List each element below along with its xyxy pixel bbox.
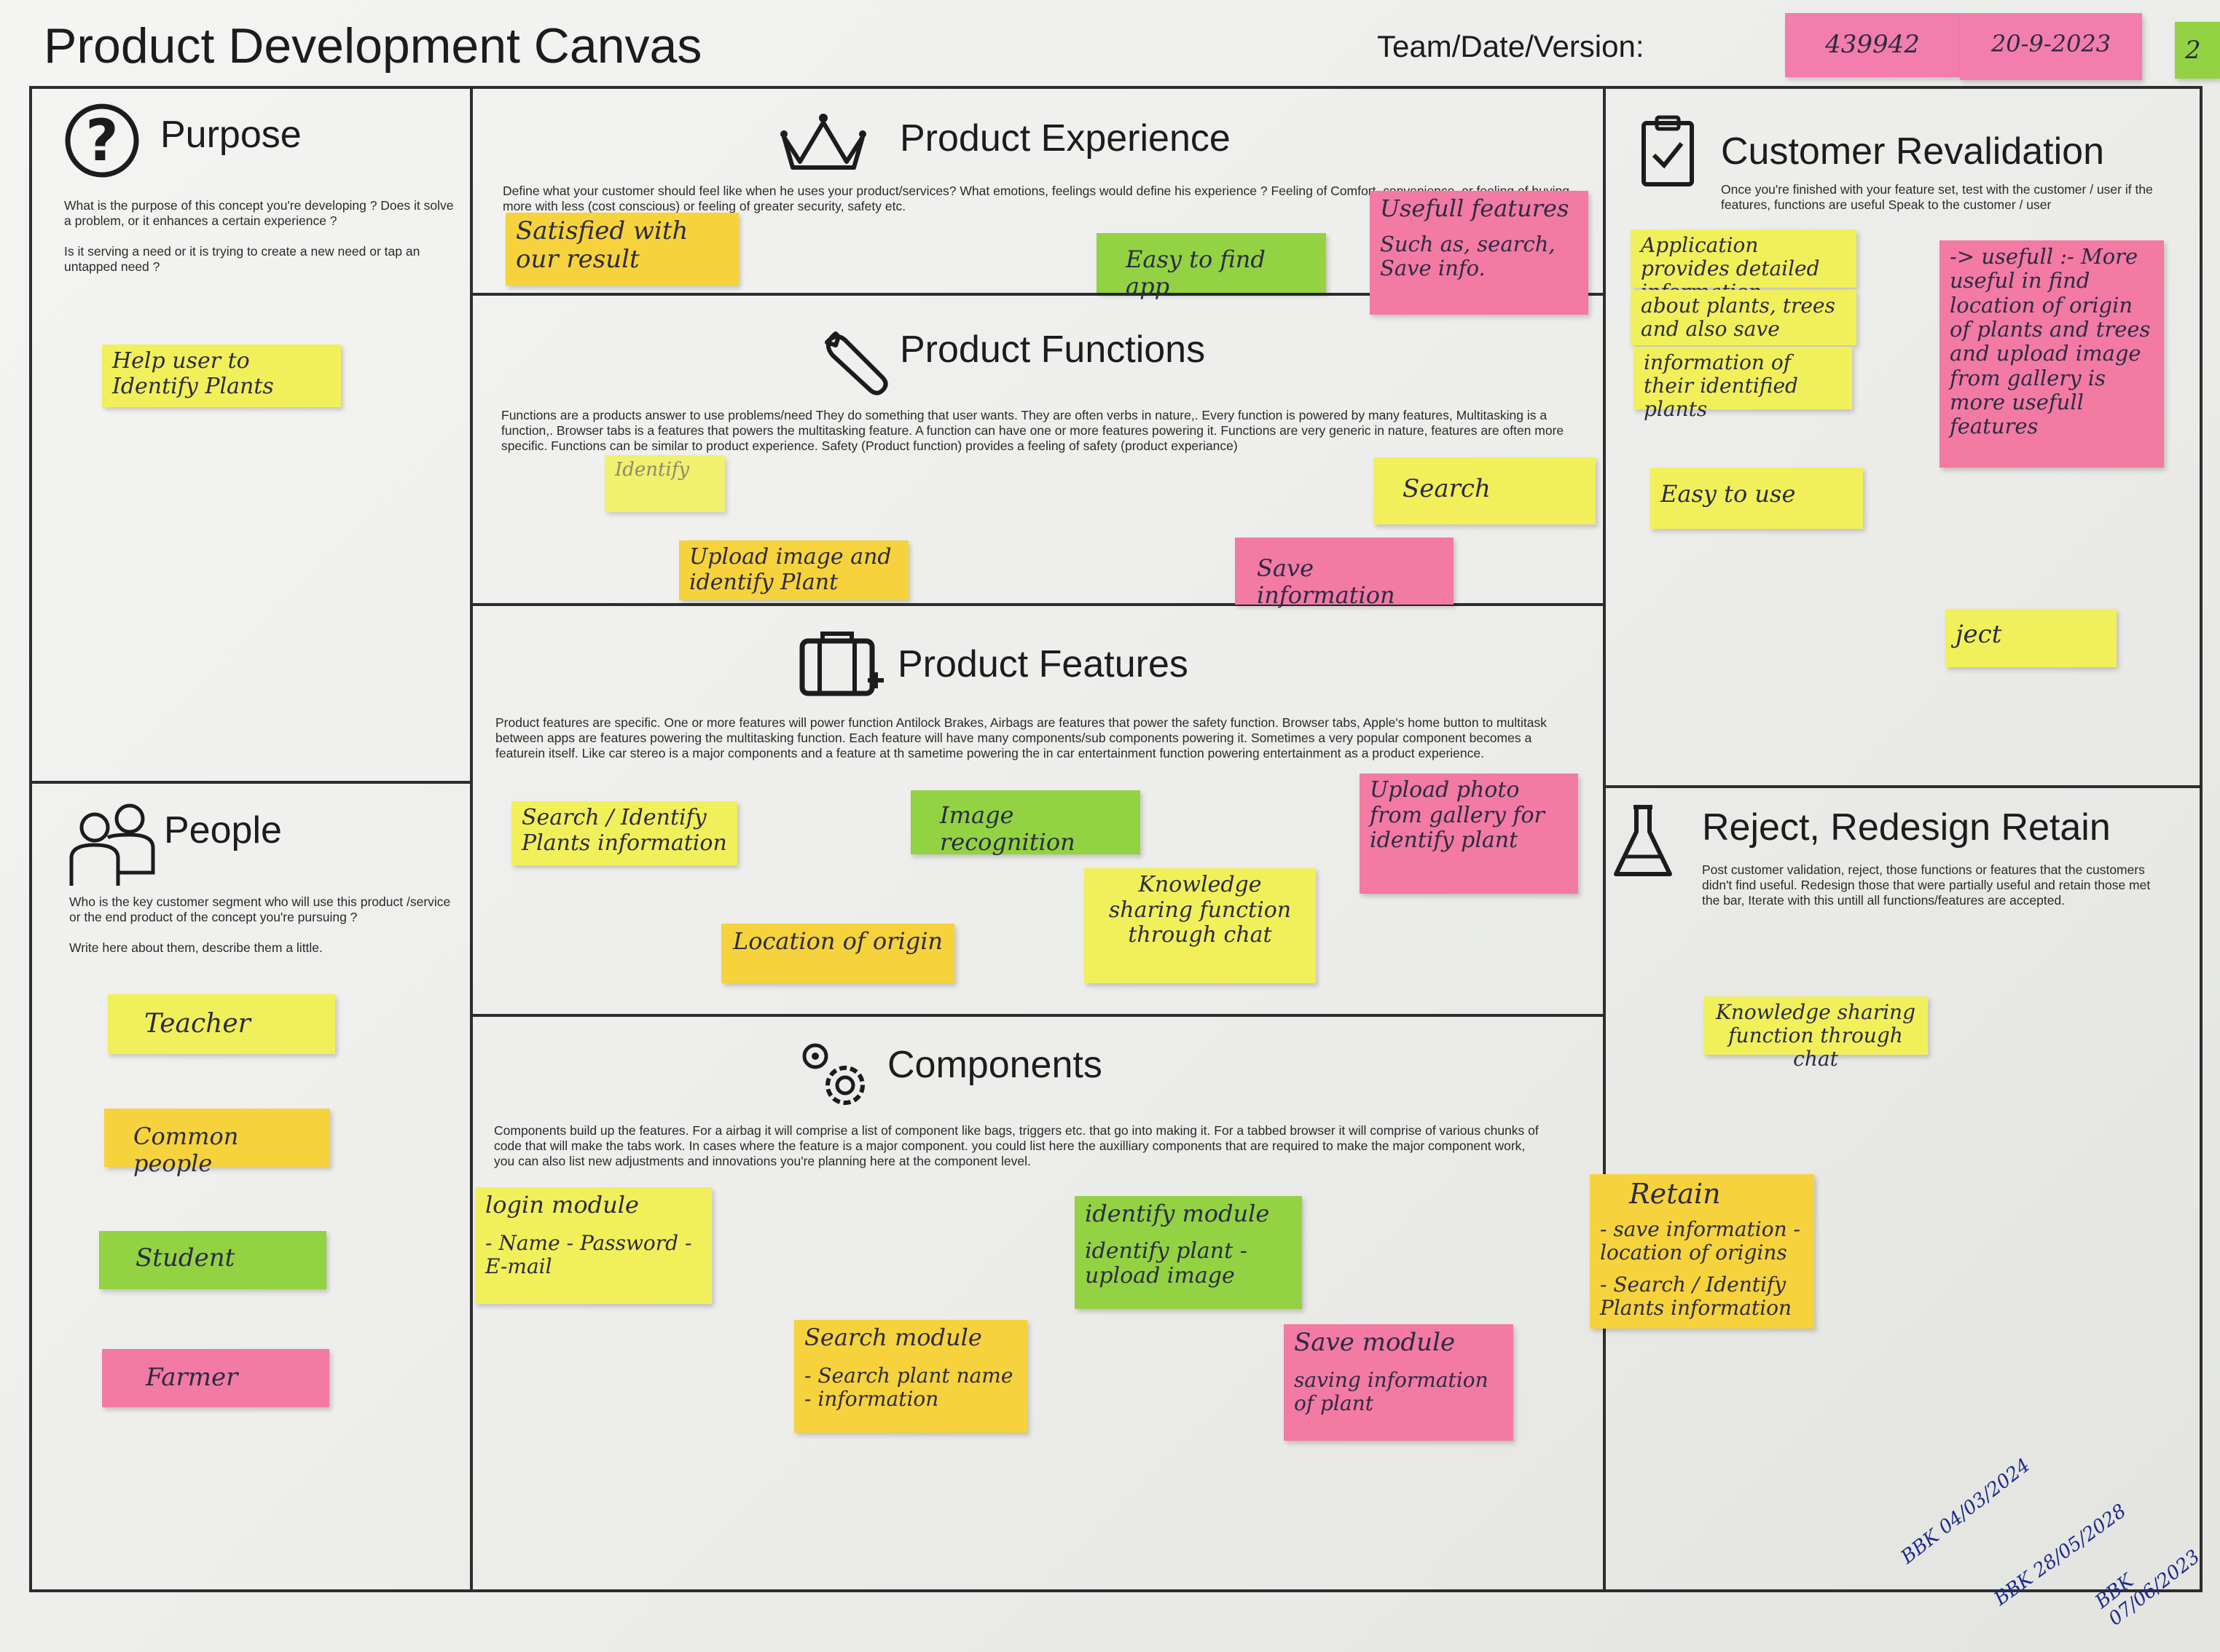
people-description: Who is the key customer segment who will… <box>69 894 451 955</box>
experience-note-usefull-line1: Usefull features <box>1380 194 1569 222</box>
features-note-knowledge: Knowledge sharing function through chat <box>1084 868 1316 983</box>
date-note: 20-9-2023 <box>1960 13 2142 80</box>
experience-note-easy: Easy to find app <box>1097 233 1326 299</box>
functions-note-upload: Upload image and identify Plant <box>679 540 909 600</box>
divider <box>471 603 1604 606</box>
divider <box>1604 785 2202 788</box>
team-date-version-label: Team/Date/Version: <box>1377 29 1644 63</box>
purpose-title: Purpose <box>160 114 302 156</box>
features-note-upload-photo: Upload photo from gallery for identify p… <box>1360 774 1578 894</box>
page-title: Product Development Canvas <box>44 18 702 74</box>
components-title: Components <box>887 1044 1102 1086</box>
reject-title: Reject, Redesign Retain <box>1702 806 2111 849</box>
reject-note-retain: Retain - save information - location of … <box>1590 1174 1814 1329</box>
components-description: Components build up the features. For a … <box>494 1123 1539 1168</box>
wrench-icon <box>825 331 888 396</box>
experience-note-usefull-line2: Such as, search, Save info. <box>1380 231 1556 281</box>
svg-text:?: ? <box>85 109 118 174</box>
functions-title: Product Functions <box>900 329 1206 371</box>
component-login-items: - Name - Password - E-mail <box>485 1230 692 1278</box>
revalidation-note-2: about plants, trees and also save <box>1631 290 1856 345</box>
component-save-items: saving information of plant <box>1294 1368 1489 1416</box>
component-identify-title: identify module <box>1085 1200 1270 1227</box>
experience-title: Product Experience <box>900 117 1231 160</box>
people-note-common: Common people <box>104 1109 330 1176</box>
component-identify-items: identify plant - upload image <box>1085 1238 1247 1289</box>
canvas-frame <box>29 86 2203 1592</box>
revalidation-note-reject: ject <box>1945 609 2117 667</box>
gears-icon <box>802 1043 865 1105</box>
revalidation-title: Customer Revalidation <box>1721 130 2105 173</box>
people-note-teacher: Teacher <box>108 994 335 1054</box>
features-description: Product features are specific. One or mo… <box>495 715 1547 760</box>
revalidation-note-1: Application provides detailed informatio… <box>1631 229 1856 304</box>
component-identify: identify module identify plant - upload … <box>1075 1196 1302 1309</box>
features-note-location: Location of origin <box>721 924 954 983</box>
retain-line-1: - save information - location of origins <box>1600 1216 1801 1264</box>
component-search: Search module - Search plant name - info… <box>794 1320 1027 1433</box>
revalidation-description: Once you're finished with your feature s… <box>1721 182 2153 212</box>
revalidation-note-easy: Easy to use <box>1650 468 1863 529</box>
crown-icon <box>780 114 866 170</box>
reject-note-knowledge: Knowledge sharing function through chat <box>1703 996 1928 1071</box>
question-icon: ? <box>65 103 139 178</box>
divider <box>471 1014 1604 1017</box>
flask-icon <box>1614 805 1672 876</box>
component-save: Save module saving information of plant <box>1284 1324 1513 1441</box>
version-note: 2 <box>2175 22 2220 79</box>
team-id-note: 439942 <box>1785 13 1960 77</box>
retain-line-2: - Search / Identify Plants information <box>1600 1273 1792 1321</box>
functions-description: Functions are a products answer to use p… <box>501 408 1564 453</box>
clipboard-icon <box>1642 115 1694 186</box>
revalidation-note-3: information of their identified plants <box>1633 347 1852 421</box>
component-search-title: Search module <box>804 1323 982 1351</box>
component-search-items: - Search plant name - information <box>804 1363 1013 1411</box>
retain-title: Retain <box>1629 1178 1721 1210</box>
people-note-farmer: Farmer <box>102 1349 329 1407</box>
component-login-title: login module <box>485 1191 639 1219</box>
functions-note-identify: Identify <box>605 455 725 512</box>
people-icon <box>69 803 155 886</box>
toolbox-icon <box>799 632 884 696</box>
people-title: People <box>164 809 282 851</box>
experience-note-satisfied: Satisfied with our result <box>506 213 739 286</box>
divider <box>470 87 473 1592</box>
divider <box>31 781 471 784</box>
people-note-student: Student <box>99 1231 326 1289</box>
experience-description: Define what your customer should feel li… <box>503 184 1569 213</box>
purpose-note: Help user to Identify Plants <box>102 345 341 407</box>
purpose-description: What is the purpose of this concept you'… <box>64 198 454 274</box>
features-title: Product Features <box>898 643 1188 685</box>
reject-description: Post customer validation, reject, those … <box>1702 862 2151 908</box>
features-note-search: Search / Identify Plants information <box>511 801 737 865</box>
component-login: login module - Name - Password - E-mail <box>475 1187 712 1304</box>
functions-note-search: Search <box>1373 457 1596 524</box>
experience-note-usefull: Usefull features Such as, search, Save i… <box>1370 191 1588 315</box>
divider <box>1603 87 1606 1592</box>
features-note-image-recognition: Image recognition <box>911 790 1140 855</box>
revalidation-note-usefull: -> usefull :- More useful in find locati… <box>1939 240 2164 468</box>
functions-note-save: Save information <box>1235 538 1454 608</box>
divider <box>471 293 1604 296</box>
component-save-title: Save module <box>1294 1328 1456 1357</box>
